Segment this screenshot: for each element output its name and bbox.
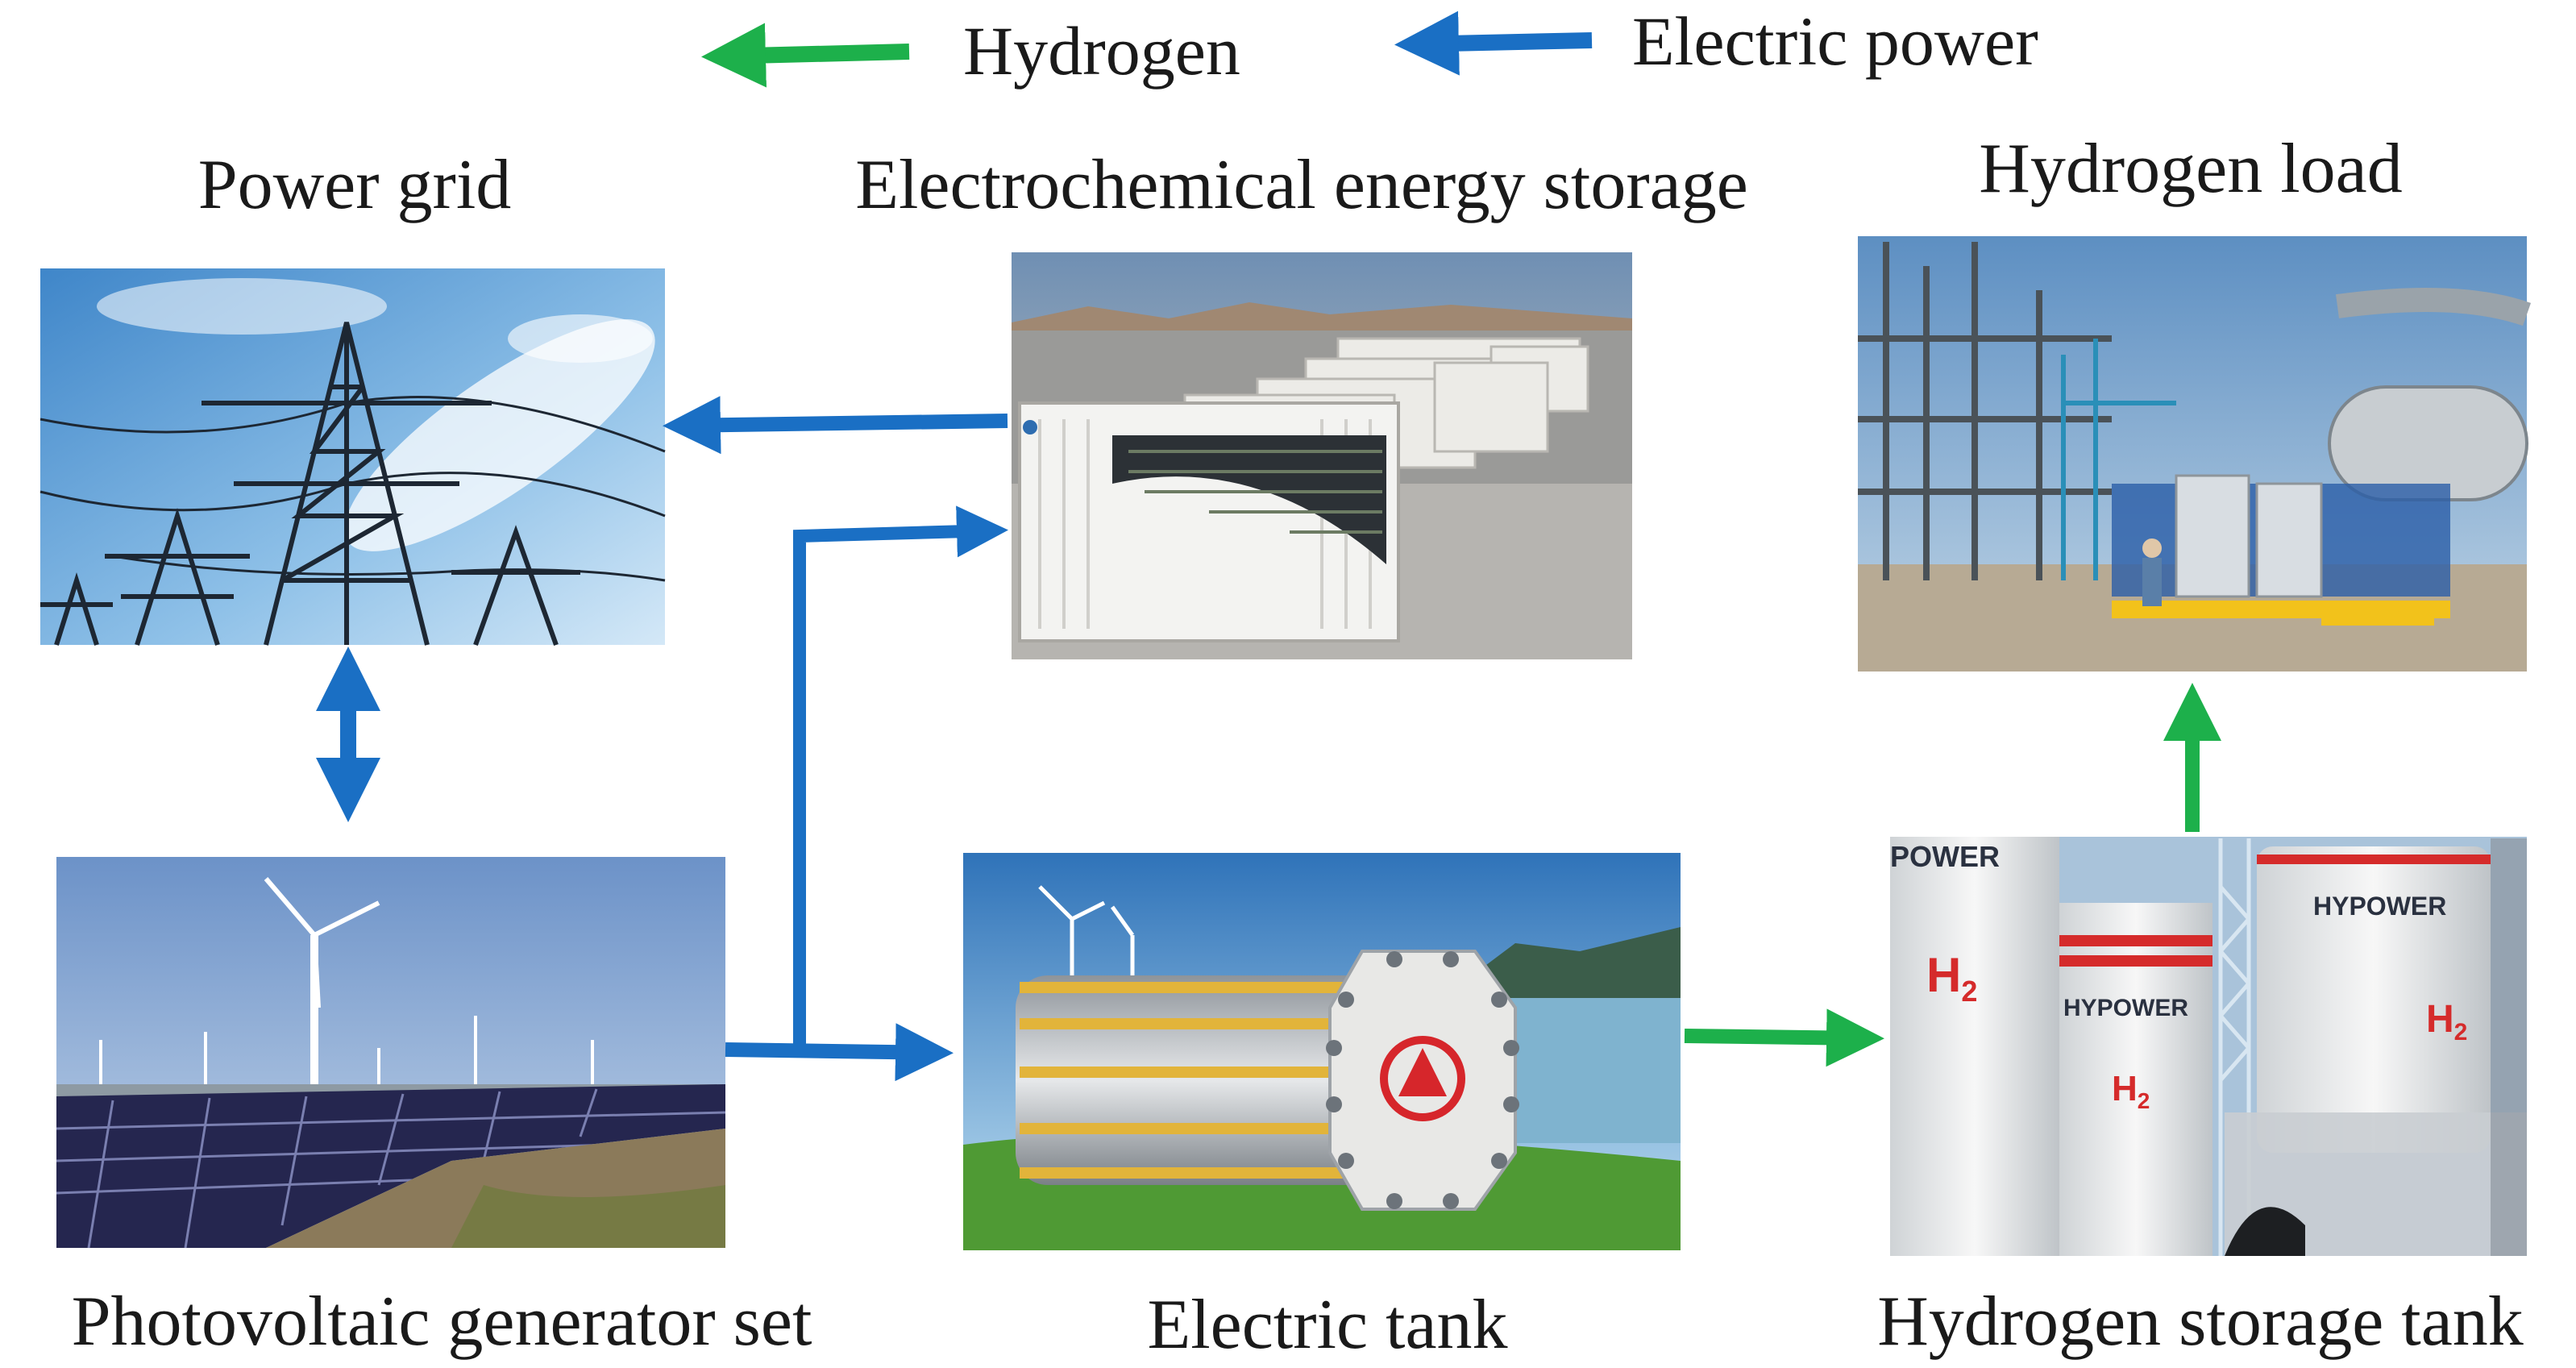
power-top-text: POWER bbox=[1890, 840, 2000, 873]
power-grid-image bbox=[39, 268, 666, 647]
legend: Hydrogen Electric power bbox=[701, 2, 2038, 89]
hypower-right-text: HYPOWER bbox=[2313, 892, 2446, 921]
hydrogen-load-image bbox=[1858, 236, 2531, 672]
electric-tank-label: Electric tank bbox=[1147, 1286, 1507, 1364]
h2-left-text: H2 bbox=[1926, 948, 1977, 1008]
photovoltaic-label: Photovoltaic generator set bbox=[72, 1283, 812, 1361]
hydrogen-storage-image: POWER H2 HYPOWER H2 HYPOWER H2 bbox=[1890, 837, 2527, 1256]
electric-tank-image bbox=[963, 853, 1681, 1250]
electric-arrow-pv-to-tank bbox=[725, 1023, 954, 1082]
legend-electric-arrow bbox=[1394, 10, 1593, 76]
hydrogen-storage-label: Hydrogen storage tank bbox=[1877, 1283, 2524, 1361]
electrochemical-storage-image bbox=[1012, 252, 1632, 659]
electrochemical-storage-label: Electrochemical energy storage bbox=[855, 146, 1748, 224]
flow-arrows bbox=[316, 396, 2221, 1082]
electric-arrow-pv-to-storage bbox=[793, 505, 1008, 1051]
h2-right-text: H2 bbox=[2426, 998, 2467, 1046]
hydrogen-load-label: Hydrogen load bbox=[1979, 130, 2402, 208]
legend-electric-label: Electric power bbox=[1632, 2, 2038, 80]
photovoltaic-image bbox=[56, 857, 726, 1249]
hypower-left-text: HYPOWER bbox=[2063, 995, 2188, 1021]
legend-hydrogen-label: Hydrogen bbox=[963, 12, 1240, 89]
hydrogen-arrow-tank-to-storage bbox=[1684, 1008, 1884, 1067]
electric-arrow-storage-to-grid bbox=[663, 396, 1008, 455]
legend-hydrogen-arrow bbox=[701, 23, 910, 88]
power-grid-label: Power grid bbox=[198, 146, 512, 224]
h2-mid-text: H2 bbox=[2112, 1069, 2150, 1113]
